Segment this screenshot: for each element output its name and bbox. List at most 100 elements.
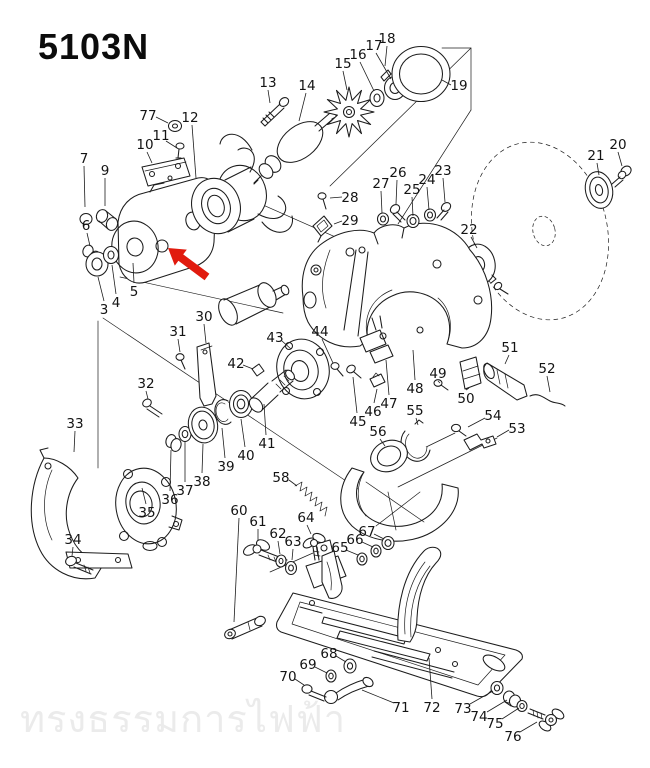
leader-line-35 (141, 487, 147, 505)
part-label-49: 49 (429, 366, 446, 382)
part-label-61: 61 (249, 514, 266, 530)
part-label-75: 75 (486, 716, 503, 732)
part-label-66: 66 (346, 532, 363, 548)
part-label-6: 6 (82, 218, 91, 234)
leader-line-67 (373, 533, 385, 540)
part-label-53: 53 (508, 421, 525, 437)
part-label-30: 30 (195, 309, 212, 325)
depth-rod-and-lever (224, 615, 374, 705)
leader-line-12 (191, 124, 197, 179)
part-label-25: 25 (403, 182, 420, 198)
leader-line-27 (380, 190, 383, 214)
leader-line-15 (342, 70, 348, 91)
part-label-52: 52 (538, 361, 555, 377)
part-label-32: 32 (137, 376, 154, 392)
part-label-73: 73 (454, 701, 471, 717)
part-label-24: 24 (418, 172, 435, 188)
part-label-7: 7 (80, 151, 89, 167)
part-label-21: 21 (587, 148, 604, 164)
base-fasteners (243, 532, 395, 576)
leader-line-71 (361, 689, 395, 704)
part-label-43: 43 (266, 330, 283, 346)
part-label-19: 19 (450, 78, 467, 94)
part-label-31: 31 (169, 324, 186, 340)
part-label-63: 63 (284, 534, 301, 550)
part-label-67: 67 (358, 524, 375, 540)
line-art (30, 45, 632, 732)
leader-line-18 (384, 45, 388, 67)
part-label-14: 14 (298, 78, 315, 94)
leader-line-16 (359, 61, 375, 92)
leader-line-10 (146, 151, 153, 164)
red-highlight-arrow (168, 248, 210, 281)
part-label-10: 10 (136, 137, 153, 153)
leader-line-17 (375, 52, 392, 80)
part-label-64: 64 (297, 510, 314, 526)
armature-bolt-drawing (260, 97, 290, 127)
leader-line-66 (361, 541, 374, 548)
leader-line-23 (442, 177, 446, 203)
leader-line-55 (415, 417, 419, 426)
leader-line-3 (97, 276, 105, 302)
leader-line-73 (469, 690, 494, 705)
part-label-9: 9 (101, 163, 110, 179)
part-label-50: 50 (457, 391, 474, 407)
leader-line-41 (263, 403, 267, 436)
leader-line-36 (169, 449, 172, 492)
leader-line-19 (441, 79, 452, 86)
leader-line-39 (221, 427, 226, 459)
leader-line-54 (467, 417, 486, 428)
leader-line-33 (73, 430, 76, 453)
base-plate-drawing (275, 539, 523, 698)
lower-guard-drawing (340, 419, 459, 542)
part-label-28: 28 (341, 190, 358, 206)
part-label-39: 39 (217, 459, 234, 475)
leader-line-20 (617, 151, 623, 167)
bearing-ring-group (369, 45, 451, 108)
part-label-44: 44 (311, 324, 328, 340)
part-label-3: 3 (100, 302, 109, 318)
leader-line-64 (306, 524, 312, 535)
leader-line-51 (504, 354, 510, 365)
leader-line-53 (496, 429, 510, 438)
leader-line-40 (240, 418, 246, 448)
bearing-box-drawing (115, 467, 183, 552)
leader-line-26 (395, 179, 398, 205)
leader-line-25 (411, 196, 414, 217)
part-label-60: 60 (230, 503, 247, 519)
safety-cover-drawing (30, 447, 133, 580)
part-label-69: 69 (299, 657, 316, 673)
part-label-35: 35 (138, 505, 155, 521)
leader-line-14 (298, 92, 307, 122)
part-label-77: 77 (139, 108, 156, 124)
leader-line-46 (373, 388, 378, 404)
part-label-13: 13 (259, 75, 276, 91)
leader-line-32 (145, 390, 149, 400)
leader-line-47 (385, 359, 390, 396)
part-label-46: 46 (364, 404, 381, 420)
leader-line-21 (596, 162, 600, 176)
watermark-text: ทรงธรรมการไฟฟ้า (20, 699, 347, 741)
leader-line-5 (132, 262, 135, 284)
leader-line-22 (470, 236, 478, 249)
part-label-26: 26 (389, 165, 406, 181)
armature-drawing (253, 111, 337, 185)
leader-line-11 (165, 140, 178, 149)
leader-line-38 (201, 443, 204, 474)
part-label-16: 16 (349, 47, 366, 63)
leader-line-28 (329, 196, 343, 199)
part-label-4: 4 (112, 295, 121, 311)
part-label-41: 41 (258, 436, 275, 452)
leader-line-48 (412, 349, 416, 381)
leader-line-30 (203, 323, 207, 344)
part-label-72: 72 (423, 700, 440, 716)
part-label-22: 22 (460, 222, 477, 238)
part-label-36: 36 (161, 492, 178, 508)
leader-line-24 (426, 186, 430, 211)
spindle-parts-row (165, 369, 295, 452)
part-label-5: 5 (130, 284, 139, 300)
leader-line-42 (242, 364, 254, 370)
